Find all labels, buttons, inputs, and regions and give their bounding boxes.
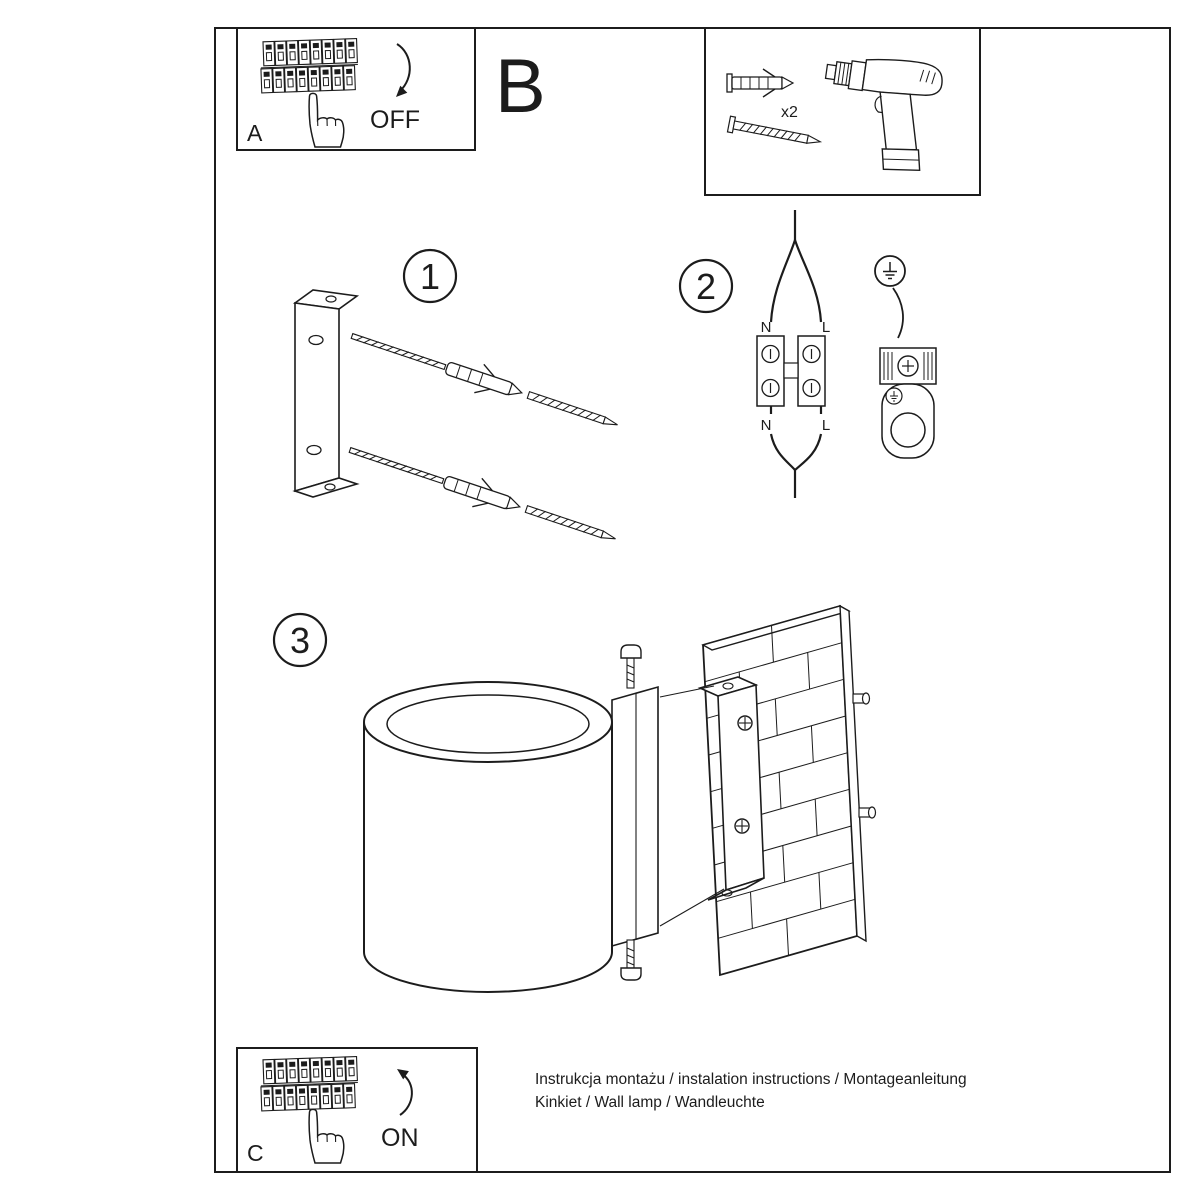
wire-label-n-bottom: N: [761, 417, 772, 434]
lamp-mounting-plate: [611, 685, 659, 948]
screw-anchor-assembly-top: [346, 321, 623, 440]
panel-c-label: C: [247, 1140, 264, 1166]
hardware-box-frame: [704, 27, 981, 196]
on-arrow-icon: [397, 1069, 413, 1116]
wire-label-l-bottom: L: [822, 417, 830, 434]
step2-number: 2: [696, 266, 716, 307]
wall-bracket-icon: [697, 676, 765, 901]
lamp-cylinder-icon: [363, 681, 613, 993]
panel-c: ON C: [236, 1047, 478, 1173]
fixing-screw-top-icon: [620, 644, 642, 689]
footer-line1: Instrukcja montażu / instalation instruc…: [535, 1071, 967, 1088]
page-frame: [214, 27, 1171, 1173]
step1-number: 1: [420, 256, 440, 297]
wire-label-n-top: N: [761, 319, 772, 336]
ground-symbol-icon: [874, 255, 906, 287]
off-label: OFF: [370, 106, 420, 134]
breaker-panel-icon: [260, 1057, 359, 1111]
anchor-qty-label: x2: [781, 104, 798, 121]
on-label: ON: [381, 1124, 419, 1152]
step3-number: 3: [290, 620, 310, 661]
terminal-block-icon: [756, 335, 826, 407]
panel-a: OFF A: [236, 27, 476, 151]
drill-icon: [824, 58, 943, 172]
step3: 3: [272, 604, 877, 993]
ground-connector-icon: [879, 287, 937, 459]
step2-badge: [678, 258, 734, 314]
hardware-box: x2: [704, 27, 981, 196]
panel-a-label: A: [247, 120, 263, 146]
off-arrow-icon: [396, 43, 411, 97]
wires-icon: [769, 210, 823, 498]
wall-anchor-icon: [726, 68, 795, 98]
step1-badge: [402, 248, 458, 304]
step3-badge: [272, 612, 328, 668]
fixing-screw-bottom-icon: [620, 939, 642, 981]
section-b-label: B: [495, 44, 546, 129]
wire-label-l-top: L: [822, 319, 830, 336]
footer-line2: Kinkiet / Wall lamp / Wandleuchte: [535, 1094, 765, 1111]
screw-anchor-assembly-bottom: [344, 435, 621, 554]
assembly-line-bottom: [659, 888, 725, 927]
screw-icon: [726, 115, 823, 144]
step2: 2 N L N L: [678, 210, 937, 498]
step1: 1: [292, 248, 623, 554]
mounting-bracket-icon: [292, 289, 360, 498]
assembly-line-top: [659, 685, 715, 698]
